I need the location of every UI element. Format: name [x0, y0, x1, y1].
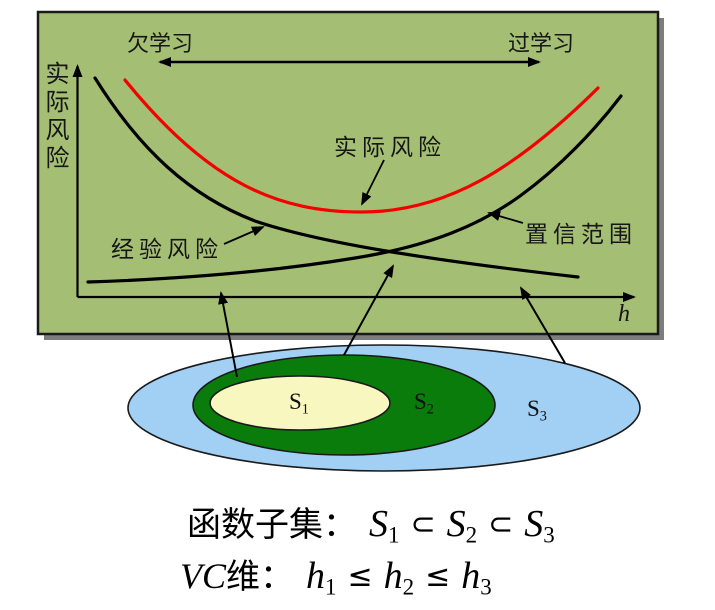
- subset-s1-sub: 1: [388, 522, 400, 548]
- set-s3-label: S3: [527, 396, 547, 425]
- arrow-s1-to-curve: [218, 291, 238, 378]
- set-s1-ellipse: [209, 375, 391, 431]
- vc-h1: h: [306, 555, 326, 597]
- arrow-s2-to-curve: [343, 264, 394, 356]
- subset-s2-sub: 2: [465, 522, 478, 548]
- subset-formula: 函数子集：S1⊂S2⊂S3: [187, 497, 555, 548]
- vc-h3-sub: 3: [480, 574, 492, 600]
- set-s1-subscript: 1: [301, 401, 309, 418]
- vc-prefix: 维：: [226, 558, 295, 596]
- vc-h3: h: [461, 555, 481, 597]
- vc-h2-sub: 2: [402, 574, 415, 600]
- set-s3-subscript: 3: [539, 408, 547, 425]
- set-s2-base: S: [414, 389, 427, 414]
- empirical-risk-label: 经验风险: [111, 236, 223, 262]
- set-s3-base: S: [527, 396, 540, 421]
- arrow-s3-to-curve: [519, 286, 566, 364]
- actual-risk-pointer-arrow: [361, 159, 385, 206]
- subset-s3: S: [524, 503, 544, 545]
- set-s2-label: S2: [414, 389, 434, 418]
- subset-s3-sub: 3: [543, 522, 555, 548]
- set-s1-base: S: [289, 389, 302, 414]
- confidence-range-label: 置信范围: [525, 221, 637, 247]
- set-s1-label: S1: [289, 389, 309, 418]
- actual-risk-label: 实际风险: [334, 134, 446, 160]
- vc-dimension-formula: VC维：h1≤h2≤h3: [180, 549, 492, 600]
- empirical-risk-curve: [93, 76, 580, 279]
- empirical-risk-pointer-arrow: [223, 226, 265, 245]
- subset-operator-2: ⊂: [488, 507, 514, 543]
- underfitting-label: 欠学习: [127, 31, 194, 56]
- subset-s2: S: [446, 503, 466, 545]
- set-s2-subscript: 2: [426, 401, 434, 418]
- actual-risk-curve: [123, 78, 600, 214]
- subset-operator-1: ⊂: [410, 507, 436, 543]
- subset-s1: S: [369, 503, 388, 545]
- confidence-range-curve: [86, 94, 623, 284]
- chart-panel: [36, 10, 660, 336]
- vc-h1-sub: 1: [325, 574, 337, 600]
- x-axis-label: h: [618, 301, 630, 327]
- y-axis-label: 实际风险: [41, 61, 68, 173]
- overfitting-label: 过学习: [508, 31, 575, 56]
- confidence-range-pointer-arrow: [487, 211, 524, 224]
- subset-formula-prefix: 函数子集：: [187, 506, 357, 544]
- vc-prefix-italic: VC: [180, 556, 227, 596]
- vc-operator-2: ≤: [425, 559, 451, 595]
- vc-h2: h: [383, 555, 403, 597]
- vc-operator-1: ≤: [347, 559, 373, 595]
